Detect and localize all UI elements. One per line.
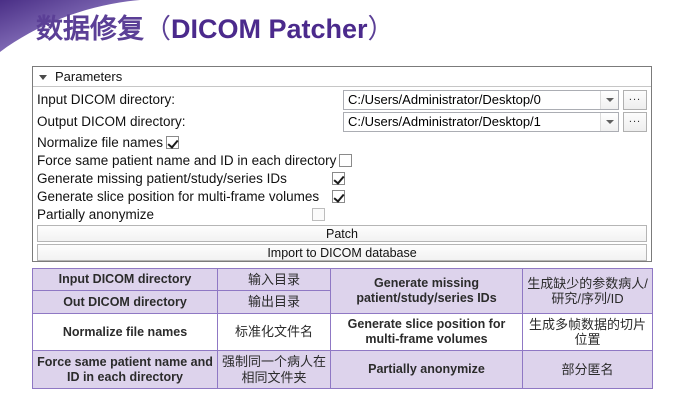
- chevron-down-icon[interactable]: [600, 90, 618, 109]
- page-title-paren-close: ）: [367, 14, 395, 44]
- input-directory-label: Input DICOM directory:: [37, 92, 176, 107]
- checkbox-label-generate-missing-ids: Generate missing patient/study/series ID…: [37, 170, 287, 186]
- parameters-panel: Parameters Input DICOM directory: C:/Use…: [32, 66, 652, 262]
- checkbox-row-normalize-file-names: Normalize file names: [37, 133, 647, 151]
- legend-cell-zh: 强制同一个病人在相同文件夹: [217, 350, 331, 389]
- import-to-dicom-database-button[interactable]: Import to DICOM database: [37, 244, 647, 261]
- translation-legend-table: Input DICOM directory 输入目录 Generate miss…: [32, 267, 653, 389]
- checkbox-label-partially-anonymize: Partially anonymize: [37, 206, 155, 222]
- legend-cell-en: Partially anonymize: [330, 350, 523, 389]
- legend-cell-zh: 输入目录: [217, 267, 331, 292]
- legend-cell-en: Generate missing patient/study/series ID…: [330, 268, 523, 314]
- legend-cell-en: Generate slice position for multi-frame …: [330, 312, 523, 352]
- legend-cell-en: Force same patient name and ID in each d…: [32, 350, 218, 389]
- checkbox-row-force-same-patient: Force same patient name and ID in each d…: [37, 151, 647, 169]
- table-row: Input DICOM directory 输入目录 Generate miss…: [32, 267, 653, 314]
- patch-button[interactable]: Patch: [37, 225, 647, 242]
- table-row: Out DICOM directory 输出目录: [32, 290, 653, 314]
- table-row: Normalize file names 标准化文件名 Generate sli…: [32, 312, 653, 352]
- checkbox-row-generate-missing-ids: Generate missing patient/study/series ID…: [37, 169, 647, 187]
- legend-cell-zh: 输出目录: [217, 290, 331, 314]
- chevron-down-icon[interactable]: [600, 112, 618, 131]
- input-directory-combobox[interactable]: C:/Users/Administrator/Desktop/0: [343, 89, 619, 110]
- legend-cell-en: Out DICOM directory: [32, 290, 218, 314]
- legend-cell-zh: 标准化文件名: [217, 312, 331, 352]
- page-title: 数据修复（DICOM Patcher）: [36, 7, 395, 46]
- parameters-panel-body: Input DICOM directory: C:/Users/Administ…: [33, 87, 651, 264]
- checkbox-force-same-patient[interactable]: [339, 153, 353, 167]
- parameters-panel-header[interactable]: Parameters: [33, 67, 651, 87]
- checkbox-label-force-same-patient: Force same patient name and ID in each d…: [37, 152, 337, 168]
- checkbox-generate-missing-ids[interactable]: [331, 171, 345, 185]
- checkbox-label-normalize-file-names: Normalize file names: [37, 134, 164, 150]
- parameters-panel-title: Parameters: [55, 69, 123, 84]
- checkbox-row-generate-slice-position: Generate slice position for multi-frame …: [37, 187, 647, 205]
- checkbox-normalize-file-names[interactable]: [166, 135, 180, 149]
- legend-cell-zh: 生成多帧数据的切片位置: [522, 312, 653, 352]
- checkbox-label-generate-slice-position: Generate slice position for multi-frame …: [37, 188, 320, 204]
- triangle-down-icon[interactable]: [38, 71, 49, 82]
- table-row: Force same patient name and ID in each d…: [32, 350, 653, 389]
- legend-cell-en: Input DICOM directory: [32, 267, 218, 292]
- output-directory-row: Output DICOM directory: C:/Users/Adminis…: [37, 111, 647, 132]
- output-directory-browse-button[interactable]: ...: [623, 111, 647, 132]
- checkbox-generate-slice-position[interactable]: [332, 189, 346, 203]
- legend-cell-en: Normalize file names: [32, 312, 218, 352]
- output-directory-combobox[interactable]: C:/Users/Administrator/Desktop/1: [343, 111, 619, 132]
- legend-cell-zh: 生成缺少的参数病人/研究/序列/ID: [522, 268, 653, 314]
- checkbox-row-partially-anonymize: Partially anonymize: [37, 205, 647, 223]
- output-directory-value[interactable]: C:/Users/Administrator/Desktop/1: [348, 114, 541, 129]
- page-title-paren-open: （: [144, 14, 171, 44]
- input-directory-row: Input DICOM directory: C:/Users/Administ…: [37, 89, 647, 110]
- legend-cell-zh: 部分匿名: [522, 350, 653, 389]
- page-title-english: DICOM Patcher: [171, 14, 368, 44]
- input-directory-browse-button[interactable]: ...: [623, 89, 647, 110]
- input-directory-value[interactable]: C:/Users/Administrator/Desktop/0: [348, 92, 541, 107]
- checkbox-partially-anonymize[interactable]: [312, 207, 326, 221]
- output-directory-label: Output DICOM directory:: [37, 114, 186, 129]
- page-title-chinese: 数据修复: [36, 14, 144, 44]
